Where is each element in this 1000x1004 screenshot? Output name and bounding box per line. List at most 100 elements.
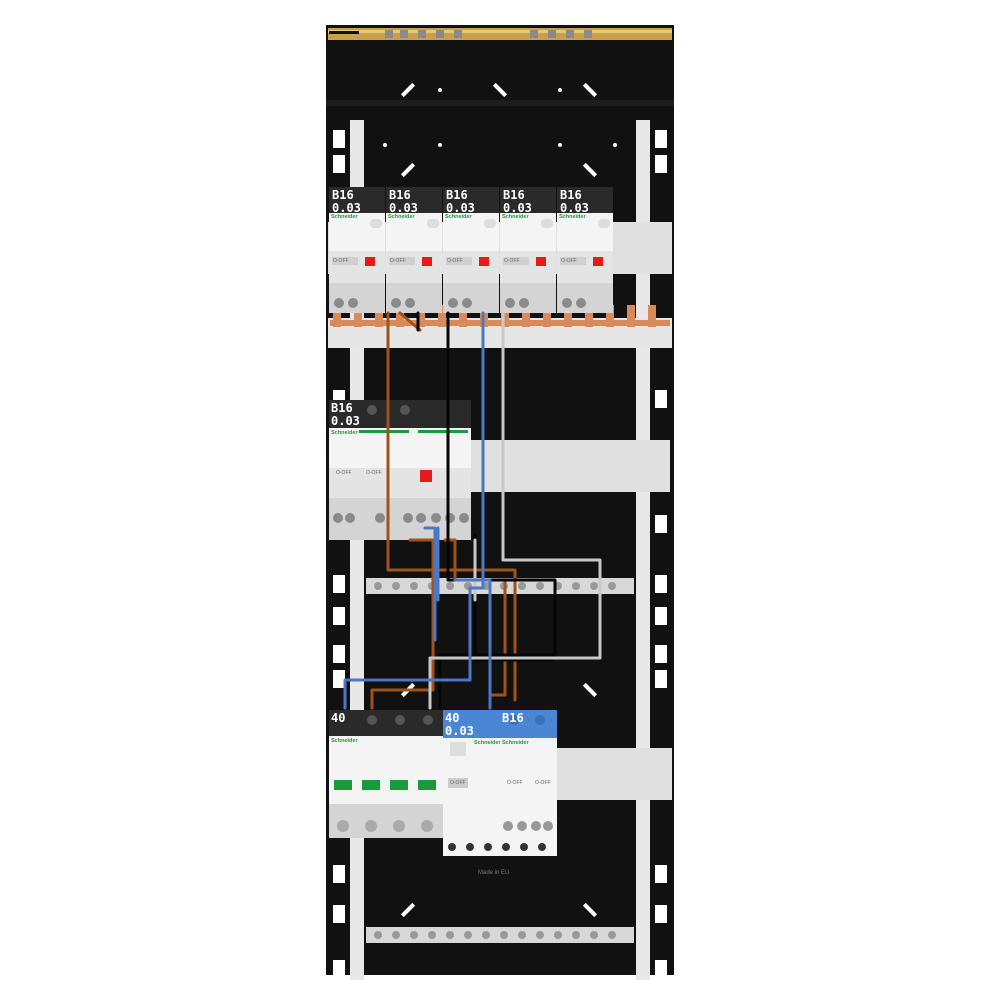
rcd-test-button: [450, 742, 466, 756]
plate-terminal-mark: [520, 843, 528, 851]
off-indicator-text: O-OFF: [366, 470, 382, 476]
knockout-slot: [400, 902, 416, 918]
terminal-screw: [518, 582, 526, 590]
knockout-slot: [492, 82, 508, 98]
rcbo2-terminal-screw: [403, 513, 413, 523]
comb-busbar-tooth: [417, 305, 425, 327]
rcbo-rating-label: B16 0.03: [446, 188, 475, 215]
main-switch-terminal-screw: [365, 820, 377, 832]
right-mount-clip: [655, 865, 667, 883]
left-mount-clip: [333, 905, 345, 923]
rcd-label-cap: [443, 710, 500, 738]
mcb-label-cap: [500, 710, 557, 738]
terminal-screw: [392, 931, 400, 939]
mcb-rating-label: B16: [502, 711, 524, 725]
rcbo-terminal-screw: [348, 298, 358, 308]
left-mount-clip: [333, 155, 345, 173]
rcbo-front-lower: [500, 251, 556, 283]
off-indicator-text: O-OFF: [450, 780, 466, 786]
rcbo-front-lower: [443, 251, 499, 283]
connecting-wire: [343, 311, 485, 710]
comb-busbar-tooth: [396, 305, 404, 327]
connecting-wire: [386, 311, 517, 702]
rcbo-test-button: [484, 219, 496, 228]
main-switch-terminal-screw: [393, 820, 405, 832]
comb-busbar-tooth: [333, 305, 341, 327]
brass-terminal-screw: [400, 30, 408, 38]
terminal-screw: [428, 931, 436, 939]
main-switch-terminal-screw: [337, 820, 349, 832]
rcbo-terminal-area: [329, 283, 385, 313]
left-mount-clip: [333, 607, 345, 625]
rcbo-front-lower: [386, 251, 442, 283]
rcbo-test-button: [370, 219, 382, 228]
off-indicator-text: O-OFF: [561, 258, 577, 264]
off-indicator-text: O-OFF: [390, 258, 406, 264]
main-switch-cap-screw: [395, 715, 405, 725]
rcbo2-terminal-screw: [333, 513, 343, 523]
brass-bar-cable: [329, 31, 359, 34]
rcbo-trip-flag: [422, 257, 432, 266]
rcbo-terminal-area: [443, 283, 499, 313]
rcbo-label-cap: [329, 187, 385, 213]
brass-terminal-screw: [584, 30, 592, 38]
rcbo-test-button: [541, 219, 553, 228]
off-indicator-text: O-OFF: [447, 258, 463, 264]
right-mount-clip: [655, 645, 667, 663]
right-mount-clip: [655, 670, 667, 688]
comb-busbar-tooth: [438, 305, 446, 327]
rcbo-label-cap: [557, 187, 613, 213]
top-cover-edge: [326, 100, 674, 106]
brass-terminal-screw: [454, 30, 462, 38]
main-switch-cap-screw: [423, 715, 433, 725]
mcb-cap-screw: [535, 715, 545, 725]
rcbo2-rating-label: B16 0.03: [331, 401, 360, 428]
terminal-screw: [590, 931, 598, 939]
main-switch-toggle: [334, 780, 352, 790]
rcbo-label-cap: [500, 187, 556, 213]
plate-terminal-mark: [466, 843, 474, 851]
terminal-screw: [410, 582, 418, 590]
rcd-rating-label: 40 0.03: [445, 711, 474, 738]
terminal-screw: [590, 582, 598, 590]
rcbo-terminal-screw: [562, 298, 572, 308]
din-rail-row3: [555, 748, 672, 800]
terminal-screw: [572, 582, 580, 590]
terminal-screw: [374, 582, 382, 590]
comb-busbar-tooth: [606, 305, 614, 327]
terminal-screw: [464, 931, 472, 939]
main-switch-front: [329, 736, 443, 804]
comb-busbar-tooth: [648, 305, 656, 327]
mcb-terminal-screw: [543, 821, 553, 831]
screw-hole: [558, 88, 562, 92]
mcb-terminal-screw: [531, 821, 541, 831]
rcbo-terminal-screw: [462, 298, 472, 308]
rcbo-terminal-screw: [519, 298, 529, 308]
top-brass-bar: [328, 28, 672, 40]
rcbo-toggle: [503, 257, 529, 265]
rcbo2-terminal-screw: [416, 513, 426, 523]
brass-terminal-screw: [418, 30, 426, 38]
plate-terminal-mark: [538, 843, 546, 851]
terminal-screw: [446, 582, 454, 590]
knockout-slot: [400, 162, 416, 178]
knockout-slot: [582, 162, 598, 178]
rcbo-front-lower: [329, 251, 385, 283]
mcb-terminal-screw: [503, 821, 513, 831]
brass-terminal-screw: [436, 30, 444, 38]
terminal-screw: [500, 931, 508, 939]
left-mount-clip: [333, 645, 345, 663]
plate-terminal-mark: [448, 843, 456, 851]
terminal-screw: [374, 931, 382, 939]
right-mount-clip: [655, 607, 667, 625]
plate-terminal-mark: [484, 843, 492, 851]
comb-busbar-tooth: [564, 305, 572, 327]
off-indicator-text: O-OFF: [336, 470, 352, 476]
knockout-slot: [582, 902, 598, 918]
mcb-terminal-screw: [517, 821, 527, 831]
right-mount-clip: [655, 905, 667, 923]
brand-label: Schneider: [445, 214, 472, 220]
off-indicator-text: O-OFF: [507, 780, 523, 786]
